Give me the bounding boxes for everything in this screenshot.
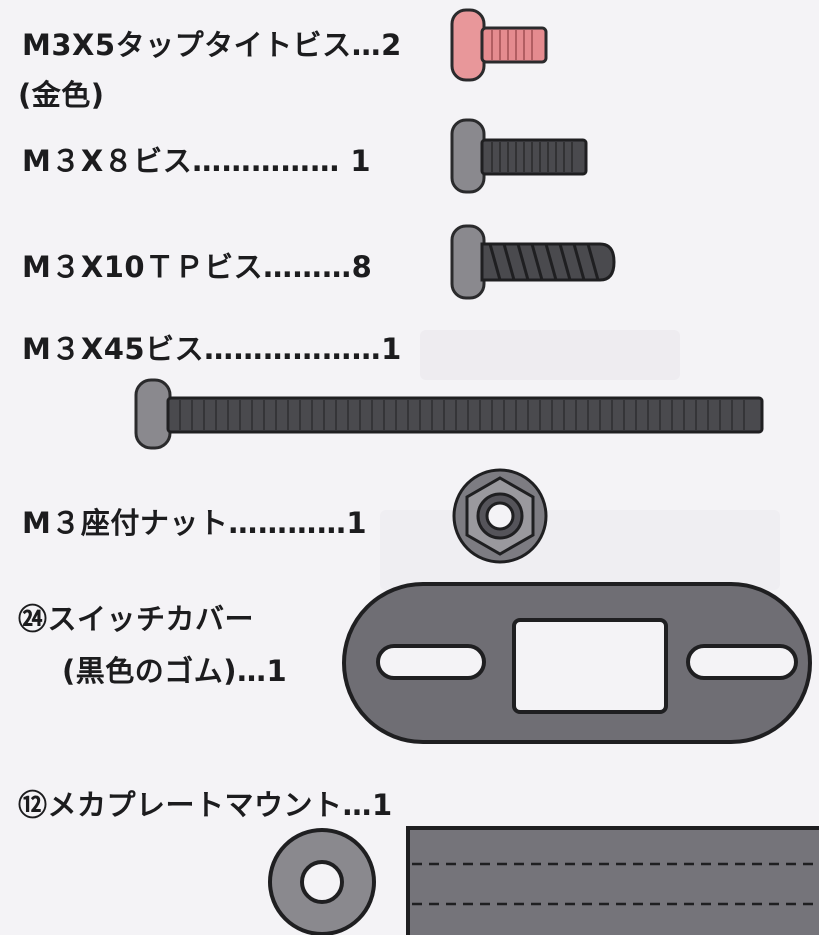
part-sublabel-switch-cover: (黒色のゴム)…1 <box>62 654 288 688</box>
flange-nut-icon <box>452 468 548 564</box>
part-label-m3x8: M３X８ビス…………… 1 <box>22 144 371 178</box>
mecha-plate-mount-icon <box>268 826 819 935</box>
gold-tapping-screw-icon <box>450 8 548 82</box>
part-label-mecha-plate-mount: ⑫メカプレートマウント…1 <box>18 788 393 822</box>
part-label-m3x10tp: M３X10ＴＰビス………8 <box>22 250 373 284</box>
part-label-switch-cover: ㉔スイッチカバー <box>18 602 255 636</box>
part-label-m3x45: M３X45ビス………………1 <box>22 332 402 366</box>
part-label-m3nut: M３座付ナット…………1 <box>22 506 368 540</box>
tapping-screw-icon <box>450 224 616 300</box>
switch-cover-icon <box>342 582 812 744</box>
long-screw-icon <box>134 378 764 450</box>
screw-icon <box>450 118 588 194</box>
part-sublabel-m3x5: (金色) <box>18 78 105 112</box>
part-label-m3x5: M3X5タップタイトビス…2 <box>22 28 402 62</box>
